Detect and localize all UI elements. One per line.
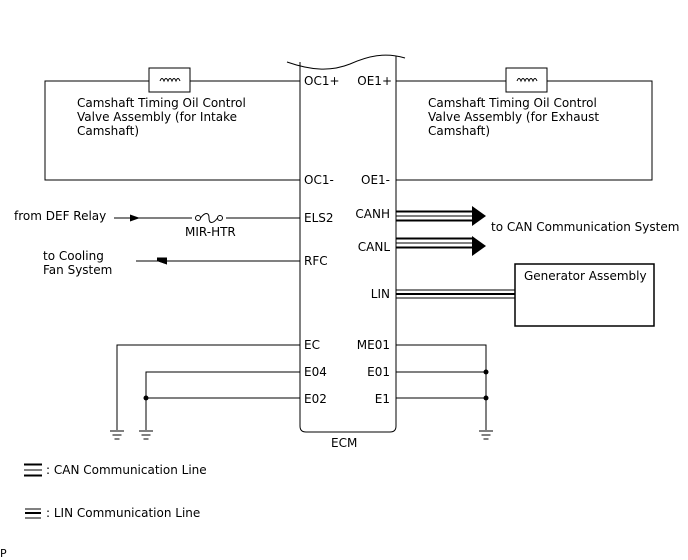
- pin-oc1-minus: OC1-: [304, 173, 334, 187]
- pin-e04: E04: [304, 365, 327, 379]
- fuse-label: MIR-HTR: [185, 225, 236, 239]
- legend: : CAN Communication Line : LIN Communica…: [24, 463, 207, 520]
- legend-lin-label: : LIN Communication Line: [46, 506, 200, 520]
- def-relay-label: from DEF Relay: [14, 209, 106, 223]
- pin-oe1-minus: OE1-: [361, 173, 390, 187]
- intake-ocv-circuit: Camshaft Timing Oil Control Valve Assemb…: [44, 67, 300, 181]
- pin-lin: LIN: [371, 287, 390, 301]
- exhaust-ocv-label-line2: Valve Assembly (for Exhaust: [428, 110, 599, 124]
- pin-els2: ELS2: [304, 211, 334, 225]
- generator-box: [514, 263, 655, 327]
- exhaust-ocv-label-line1: Camshaft Timing Oil Control: [428, 96, 597, 110]
- ground-circuit-right: [396, 344, 493, 440]
- pin-canl: CANL: [358, 240, 391, 254]
- ground-icon: [139, 430, 153, 440]
- coil-icon: [159, 78, 181, 83]
- pin-e02: E02: [304, 392, 327, 406]
- pin-rfc: RFC: [304, 254, 328, 268]
- arrow-right-icon: [472, 236, 486, 256]
- fuse-icon: [192, 213, 226, 223]
- cooling-fan-label-line2: Fan System: [43, 263, 112, 277]
- cooling-fan-circuit: to Cooling Fan System: [43, 249, 300, 277]
- arrow-right-icon: [472, 206, 486, 226]
- intake-ocv-label-line3: Camshaft): [77, 124, 139, 138]
- pin-oe1-plus: OE1+: [357, 74, 392, 88]
- exhaust-ocv-box: [505, 67, 548, 93]
- can-communication: to CAN Communication System: [396, 206, 679, 256]
- ground-icon: [479, 430, 493, 440]
- junction-dot: [483, 369, 489, 375]
- intake-ocv-label-line2: Valve Assembly (for Intake: [77, 110, 237, 124]
- legend-lin-symbol: [25, 508, 41, 519]
- pin-e01: E01: [367, 365, 390, 379]
- cooling-fan-label-line1: to Cooling: [43, 249, 104, 263]
- pin-ec: EC: [304, 338, 320, 352]
- arrow-left-head: [157, 257, 167, 265]
- intake-ocv-box: [148, 67, 191, 93]
- def-relay-circuit: from DEF Relay MIR-HTR: [14, 209, 300, 239]
- junction-dot: [143, 395, 149, 401]
- arrow-right-icon: [130, 214, 140, 222]
- legend-can-symbol: [24, 463, 42, 477]
- intake-ocv-label-line1: Camshaft Timing Oil Control: [77, 96, 246, 110]
- exhaust-ocv-circuit: Camshaft Timing Oil Control Valve Assemb…: [396, 67, 653, 181]
- ecm-body: [299, 56, 397, 433]
- canl-bus: [396, 236, 486, 256]
- generator-label: Generator Assembly: [524, 269, 647, 283]
- ground-icon: [110, 430, 124, 440]
- ground-circuit-left: [110, 344, 300, 440]
- generator-circuit: Generator Assembly: [396, 263, 655, 327]
- pin-oc1-plus: OC1+: [304, 74, 340, 88]
- canh-bus: [396, 206, 486, 226]
- junction-dot: [483, 395, 489, 401]
- legend-can-label: : CAN Communication Line: [46, 463, 207, 477]
- ecm-break-line: [286, 54, 406, 70]
- can-system-label: to CAN Communication System: [491, 220, 679, 234]
- ecm-label: ECM: [331, 436, 357, 450]
- ecm-unit: ECM OC1+ OC1- ELS2 RFC EC E04 E02 OE1+ O…: [286, 54, 406, 450]
- exhaust-ocv-label-line3: Camshaft): [428, 124, 490, 138]
- pin-me01: ME01: [357, 338, 390, 352]
- corner-mark: P: [0, 547, 7, 560]
- pin-canh: CANH: [355, 207, 390, 221]
- coil-icon: [516, 78, 538, 83]
- pin-e1: E1: [375, 392, 390, 406]
